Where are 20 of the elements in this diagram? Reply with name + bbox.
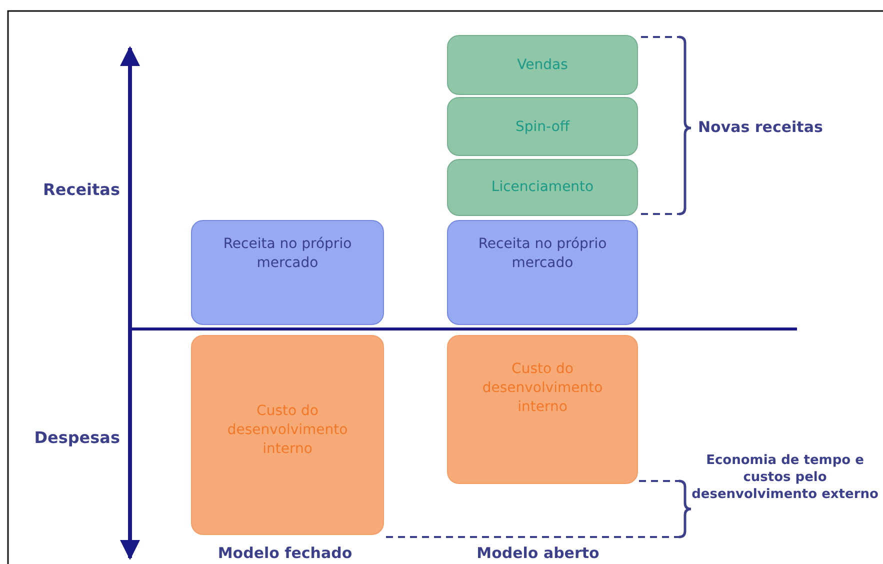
revenue-box [447,35,638,95]
cost-box [447,335,638,484]
cost-box [191,335,384,535]
revenue-box [447,159,638,216]
box-label: Vendas [516,56,569,75]
box-label: Licenciamento [490,178,595,197]
box-label: Spin-off [514,118,571,137]
revenue-box [191,220,384,325]
column-label: Modelo fechado [216,544,354,562]
box-label: Receita no próprio mercado [222,235,353,273]
box-label: Custo do desenvolvimento interno [226,402,349,459]
box-label: Custo do desenvolvimento interno [481,360,604,417]
revenue-box [447,220,638,325]
column-label: Modelo aberto [476,544,600,562]
revenue-box [447,97,638,156]
box-label: Receita no próprio mercado [477,235,608,273]
axis-label: Receitas [42,180,120,199]
axis-label: Despesas [33,428,120,447]
bracket-label: Novas receitas [698,118,824,136]
bracket-label: Economia de tempo e custos pelo desenvolvimento externo [690,452,880,503]
